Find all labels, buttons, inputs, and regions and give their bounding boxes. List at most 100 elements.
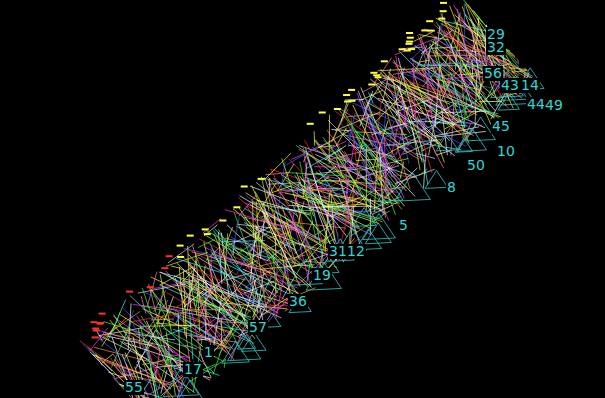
link-line [475, 71, 477, 127]
point-marker [399, 48, 406, 50]
link-line [187, 260, 196, 312]
link-line [230, 217, 239, 262]
point-marker [241, 186, 248, 188]
link-line [366, 113, 408, 153]
callout-number: 31 [328, 244, 348, 259]
point-marker [93, 330, 100, 332]
callout-number: 36 [288, 294, 308, 309]
point-marker [161, 267, 168, 269]
wire-pyramid [289, 295, 311, 313]
link-line [409, 93, 436, 107]
link-line [367, 102, 442, 146]
link-line [211, 256, 212, 294]
link-line [229, 317, 249, 326]
link-line [295, 175, 303, 187]
link-line [155, 350, 160, 382]
wire-pyramid [177, 380, 203, 398]
wire-pyramid [237, 335, 255, 350]
link-line [306, 149, 341, 169]
link-line [393, 67, 438, 74]
callout-number: 32 [486, 40, 506, 55]
link-line [382, 87, 405, 110]
point-marker [219, 220, 226, 222]
link-line [334, 207, 374, 219]
link-line [260, 267, 278, 293]
network-lines [80, 0, 544, 398]
link-line [318, 129, 352, 148]
wire-pyramid [395, 173, 431, 202]
link-line [451, 72, 465, 128]
point-marker [334, 108, 341, 110]
point-marker [307, 123, 314, 125]
link-line [147, 272, 157, 307]
point-marker [99, 313, 106, 315]
link-line [437, 32, 524, 71]
point-marker [426, 20, 433, 22]
link-line [419, 60, 430, 62]
link-line [184, 335, 237, 342]
link-line [233, 283, 245, 321]
link-line [80, 341, 113, 366]
link-line [299, 183, 360, 229]
link-line [114, 315, 155, 379]
link-line [397, 85, 423, 151]
link-line [133, 304, 184, 311]
link-line [306, 178, 348, 193]
link-line [253, 234, 312, 288]
link-line [90, 352, 114, 377]
link-line [296, 146, 388, 206]
link-line [463, 94, 467, 138]
link-line [464, 3, 466, 47]
link-line [346, 162, 349, 221]
point-marker [428, 30, 435, 32]
link-line [236, 290, 279, 314]
link-line [113, 312, 120, 332]
point-marker [204, 233, 211, 235]
point-marker [421, 29, 428, 31]
link-line [335, 111, 380, 142]
link-line [126, 331, 183, 379]
link-line [327, 130, 353, 166]
callout-number: 44 [526, 97, 546, 112]
point-marker [440, 10, 447, 12]
callout-number: 1 [203, 345, 214, 360]
link-line [392, 112, 401, 155]
callout-number: 14 [520, 78, 540, 93]
point-marker [177, 245, 184, 247]
link-line [157, 330, 173, 353]
link-line [420, 96, 434, 139]
callout-number: 57 [248, 320, 268, 335]
link-line [102, 325, 115, 346]
link-line [331, 129, 349, 130]
link-line [250, 226, 257, 282]
link-line [151, 319, 173, 321]
point-marker [258, 178, 265, 180]
link-line [257, 270, 264, 313]
callout-number: 5 [398, 218, 409, 233]
link-line [302, 244, 326, 271]
link-line [356, 135, 390, 202]
link-line [421, 70, 468, 142]
link-line [348, 114, 355, 147]
link-line [158, 353, 169, 389]
link-line [257, 200, 310, 215]
callout-number: 43 [500, 78, 520, 93]
link-line [108, 300, 126, 341]
link-line [176, 259, 245, 281]
point-marker [349, 100, 356, 102]
point-marker [438, 18, 445, 20]
link-line [364, 82, 382, 109]
link-line [314, 131, 316, 146]
point-marker [348, 89, 355, 91]
link-line [205, 280, 207, 340]
link-line [414, 63, 451, 124]
link-line [361, 159, 374, 192]
link-line [517, 60, 518, 65]
link-line [339, 109, 401, 191]
link-line [424, 153, 426, 188]
link-line [267, 244, 288, 261]
link-line [380, 73, 406, 93]
link-line [263, 211, 297, 278]
callout-number: 17 [183, 362, 203, 377]
